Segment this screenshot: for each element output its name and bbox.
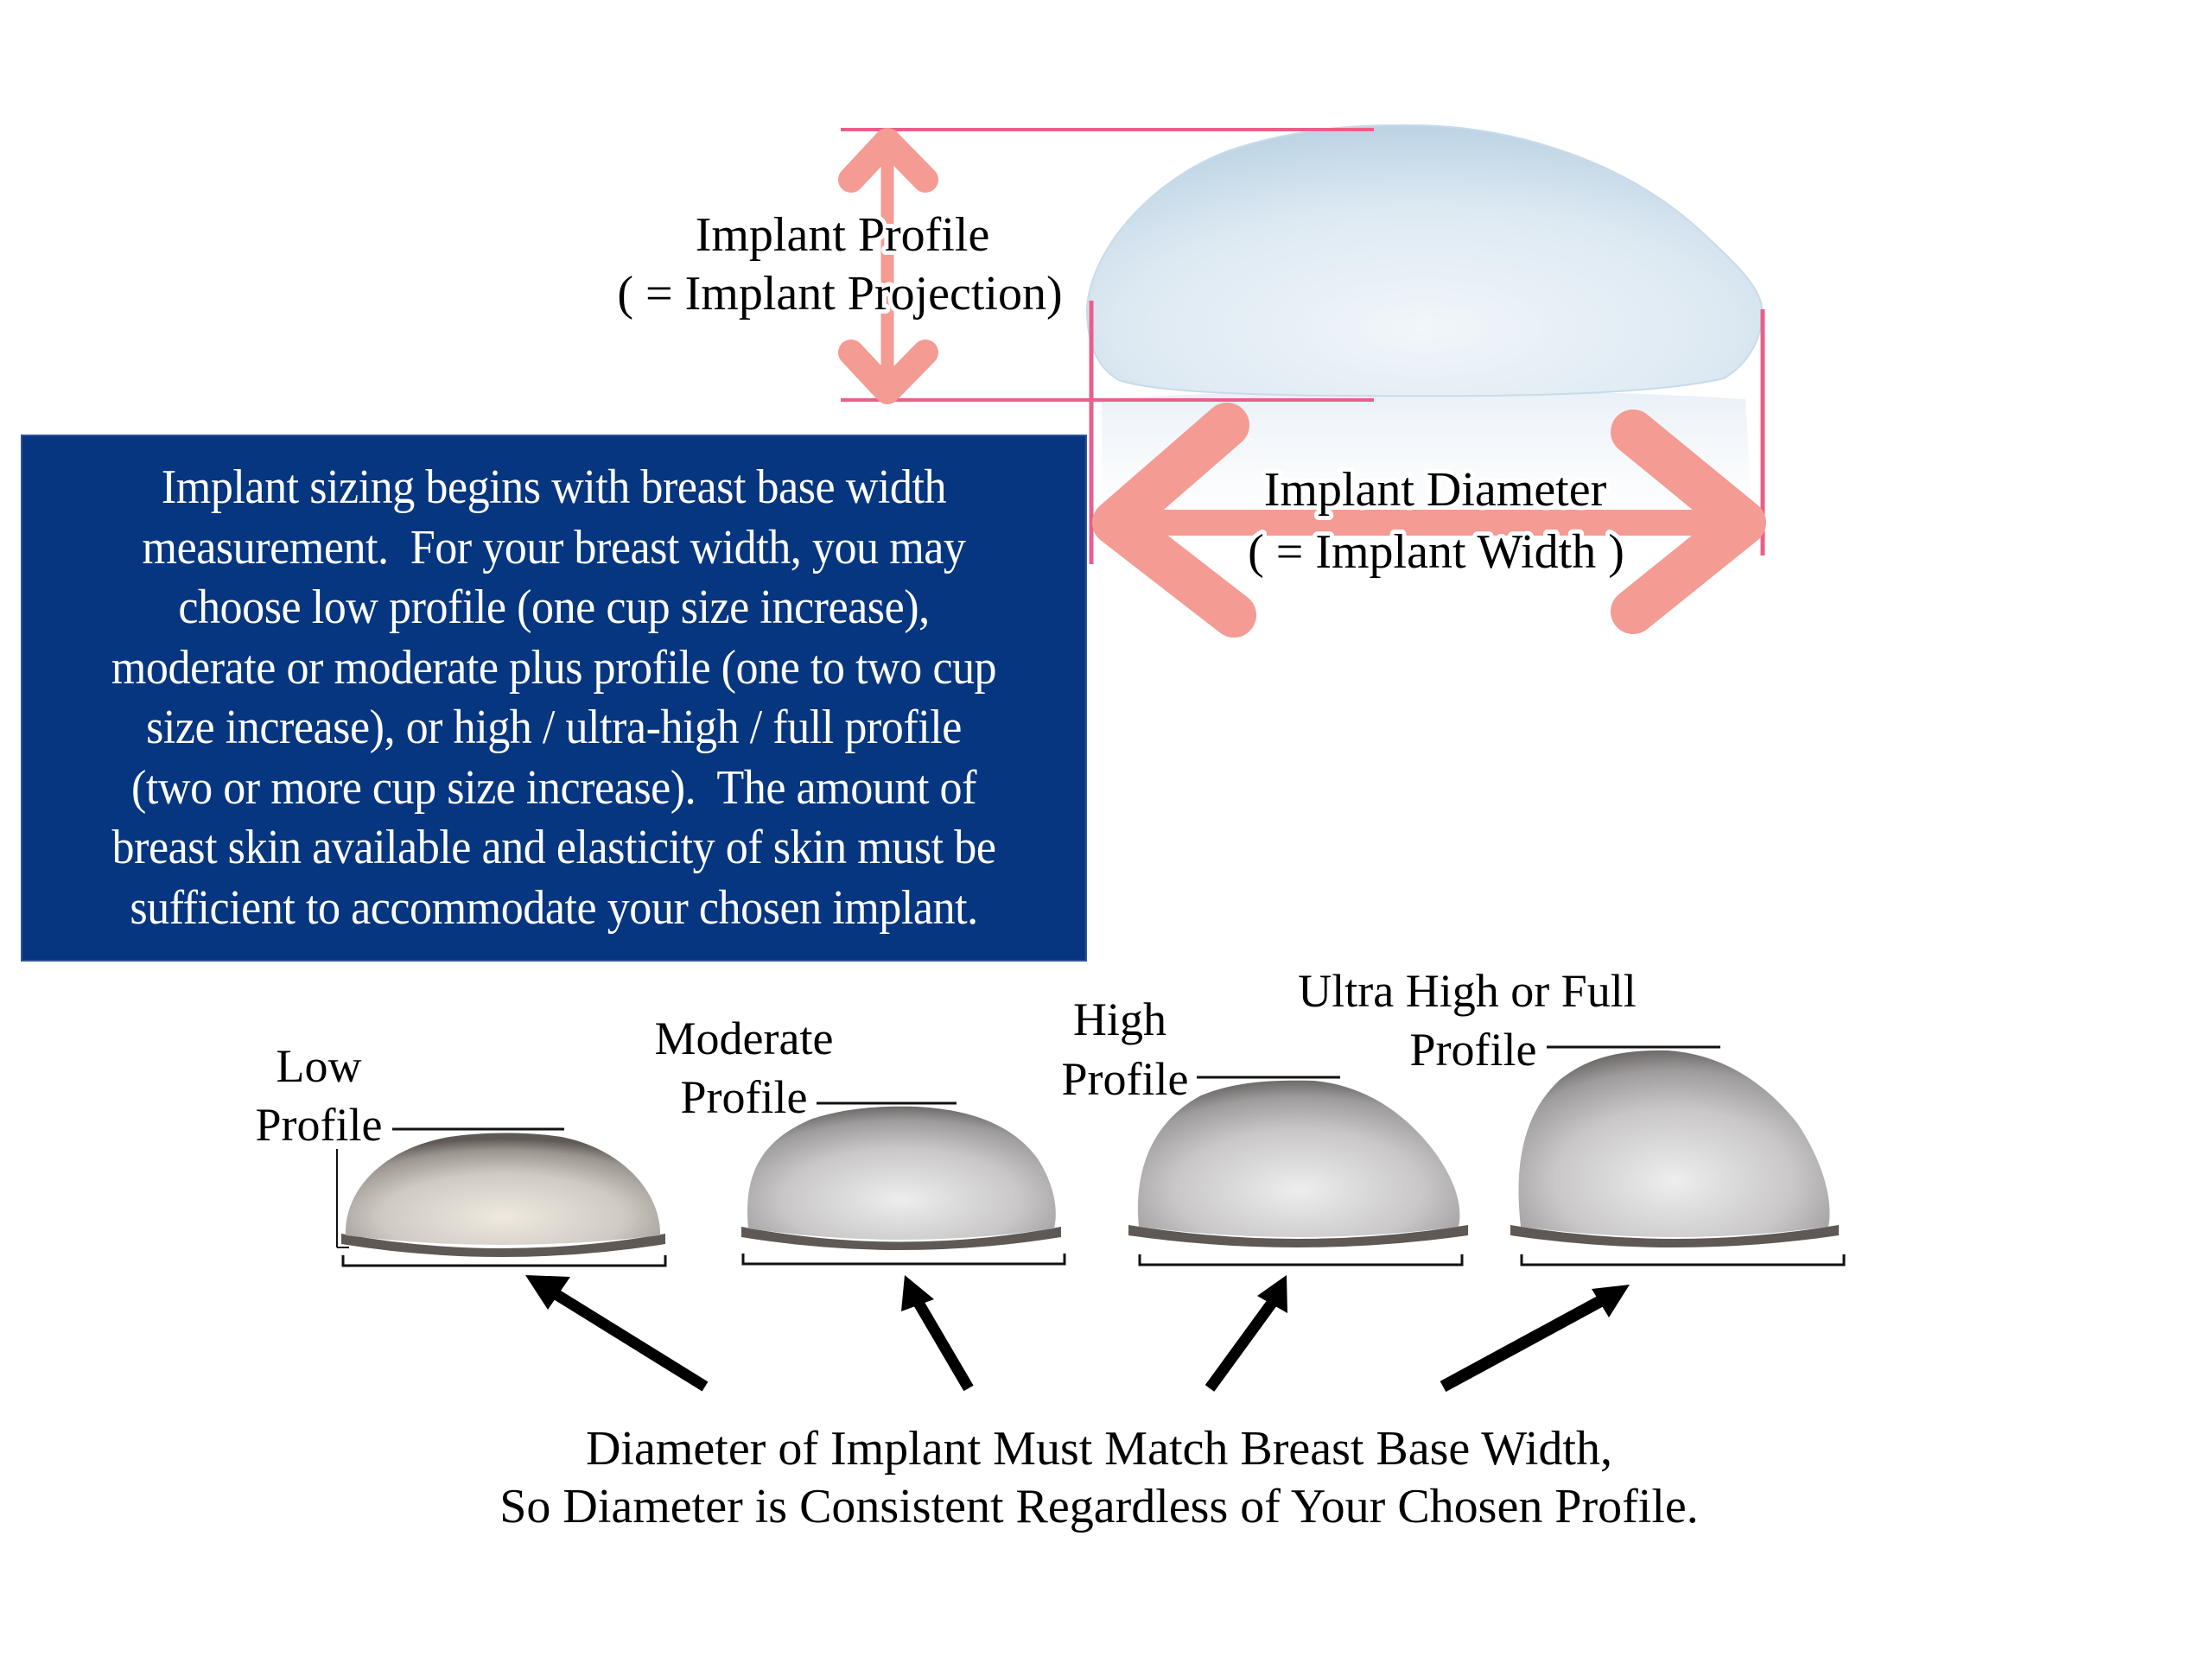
low-implant-base xyxy=(341,1234,665,1257)
profile-double-arrow-icon xyxy=(838,128,938,404)
high-label-line1: High xyxy=(1073,993,1166,1045)
moderate-implant-base xyxy=(741,1227,1061,1250)
ultra-label-line1: Ultra High or Full xyxy=(1298,965,1636,1017)
diameter-label: Implant Diameter ( = Implant Width ) xyxy=(1243,459,1629,583)
ultra-diameter-bracket xyxy=(1520,1254,1846,1266)
moderate-label-line2: Profile xyxy=(681,1071,808,1123)
high-implant-shape xyxy=(1137,1080,1460,1237)
ultra-implant-shape xyxy=(1518,1050,1830,1237)
profile-low: Low Profile xyxy=(256,1040,667,1267)
info-line: Implant sizing begins with breast base w… xyxy=(161,460,947,514)
profile-high: High Profile xyxy=(1062,993,1468,1266)
diameter-label-line2: ( = Implant Width ) xyxy=(1248,525,1624,579)
profile-label-line2: ( = Implant Projection) xyxy=(617,267,1062,321)
diameter-double-arrow-icon xyxy=(1092,403,1766,638)
pointer-arrow-high-icon xyxy=(1205,1275,1287,1392)
ultra-label-line2: Profile xyxy=(1410,1024,1537,1076)
moderate-diameter-bracket xyxy=(741,1254,1066,1266)
diameter-label-line1: Implant Diameter xyxy=(1264,463,1607,517)
profile-guides xyxy=(841,128,1374,402)
moderate-label-line1: Moderate xyxy=(655,1012,834,1064)
pointer-arrow-ultra-icon xyxy=(1440,1285,1630,1393)
footer-line2: So Diameter is Consistent Regardless of … xyxy=(499,1480,1698,1533)
info-line: size increase), or high / ultra-high / f… xyxy=(146,701,962,754)
high-implant-base xyxy=(1128,1225,1468,1247)
info-line: (two or more cup size increase). The amo… xyxy=(131,760,976,815)
info-box: Implant sizing begins with breast base w… xyxy=(21,435,1087,962)
low-implant-shape xyxy=(345,1133,661,1245)
info-line: choose low profile (one cup size increas… xyxy=(178,581,930,634)
profile-ultra-high: Ultra High or Full Profile xyxy=(1298,965,1846,1266)
pointer-arrow-low-icon xyxy=(525,1275,709,1392)
info-line: breast skin available and elasticity of … xyxy=(111,821,996,874)
info-text: Implant sizing begins with breast base w… xyxy=(60,458,1048,938)
top-implant-shape xyxy=(1085,124,1764,397)
profile-label: Implant Profile ( = Implant Projection) xyxy=(613,204,1066,325)
low-label-line1: Low xyxy=(276,1040,362,1092)
moderate-implant-shape xyxy=(747,1106,1056,1240)
info-line: sufficient to accommodate your chosen im… xyxy=(130,880,978,935)
high-diameter-bracket xyxy=(1138,1254,1464,1266)
profile-label-line1: Implant Profile xyxy=(696,208,990,262)
footer-note: Diameter of Implant Must Match Breast Ba… xyxy=(499,1422,1698,1533)
low-diameter-bracket xyxy=(341,1255,667,1267)
profile-moderate: Moderate Profile xyxy=(655,1012,1066,1266)
low-label-line2: Profile xyxy=(256,1099,383,1151)
pointer-arrow-moderate-icon xyxy=(901,1275,974,1392)
ultra-implant-base xyxy=(1510,1225,1839,1247)
info-line: moderate or moderate plus profile (one t… xyxy=(111,640,997,695)
footer-line1: Diameter of Implant Must Match Breast Ba… xyxy=(586,1422,1612,1476)
high-label-line2: Profile xyxy=(1062,1053,1189,1105)
info-line: measurement. For your breast width, you … xyxy=(142,520,966,574)
pointer-arrows xyxy=(525,1275,1630,1393)
